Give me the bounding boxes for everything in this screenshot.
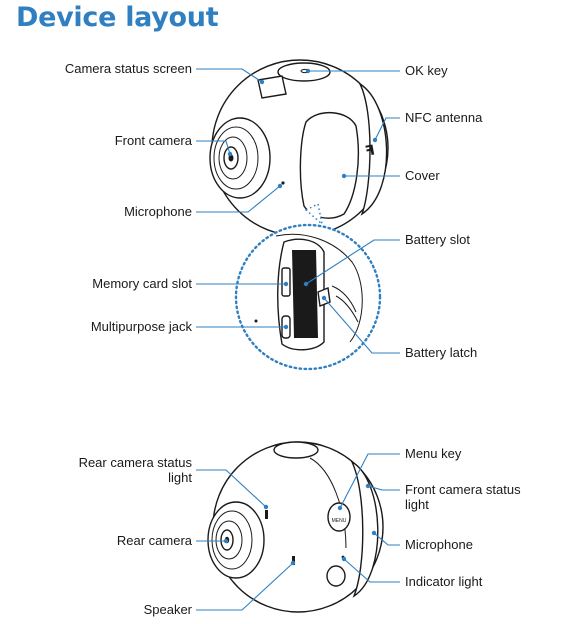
label-microphone-rear: Microphone [405,537,473,552]
leader-nfc-antenna [374,117,400,141]
top-cap [277,62,331,82]
label-front-camera-status-light-line2: light [405,497,429,512]
leader-microphone [196,185,281,213]
rear-lens-ring-inner [215,520,243,560]
label-menu-key: Menu key [405,446,462,461]
label-camera-status-screen: Camera status screen [65,61,192,76]
camera-status-screen-shape [257,75,287,99]
label-battery-slot: Battery slot [405,232,470,247]
rear-seam [309,457,347,549]
leader-indicator-light [343,558,400,583]
side-band [358,82,388,216]
page-title: Device layout [16,2,219,33]
labels: Camera status screen Front camera Microp… [65,61,521,617]
front-microphone-hole [281,181,285,185]
battery-shape [292,250,318,338]
rear-lower-button [326,565,346,587]
open-view-dot [254,319,258,323]
label-multipurpose-jack: Multipurpose jack [91,319,193,334]
leader-lines [196,68,400,611]
label-memory-card-slot: Memory card slot [92,276,192,291]
leader-camera-status-screen [196,68,263,83]
opened-cover-edge [275,233,363,343]
zoom-pointer [304,202,324,227]
front-view-device: ꟻ [209,59,389,237]
front-lens-ring-inner [218,136,248,180]
label-front-camera: Front camera [115,133,193,148]
label-microphone-front: Microphone [124,204,192,219]
speaker-slot [292,556,295,565]
menu-key-shape [327,502,351,532]
rear-side-band [350,460,379,598]
label-indicator-light: Indicator light [405,574,483,589]
label-front-camera-status-light-line1: Front camera status [405,482,521,497]
leader-battery-latch [323,297,400,354]
leader-front-camera-status-light [367,485,400,491]
leader-rear-camera-status-light [196,469,267,508]
label-speaker: Speaker [144,602,193,617]
leader-front-camera [196,140,231,155]
leader-menu-key [339,453,400,509]
front-lens-ring [213,126,259,190]
label-rear-camera-status-light-line2: light [168,470,192,485]
rear-top-cap [273,441,319,459]
label-cover: Cover [405,168,440,183]
strap-lines [331,285,359,323]
label-ok-key: OK key [405,63,448,78]
nfc-icon: ꟻ [364,143,376,160]
rear-lens-outer [207,501,265,579]
leader-battery-slot [305,239,400,285]
rear-lens-ring [211,510,253,570]
front-lens-outer [209,117,271,199]
front-lens-center [228,154,234,162]
label-battery-latch: Battery latch [405,345,477,360]
label-nfc-antenna: NFC antenna [405,110,483,125]
leader-rear-microphone [373,532,400,546]
rear-status-light-shape [265,510,268,519]
label-rear-camera: Rear camera [117,533,193,548]
leader-speaker [196,562,294,611]
rear-view-device: MENU [207,441,384,613]
label-rear-camera-status-light-line1: Rear camera status [79,455,193,470]
menu-key-text: MENU [332,518,347,524]
cover-shape [299,111,360,219]
open-view-device [234,223,382,371]
